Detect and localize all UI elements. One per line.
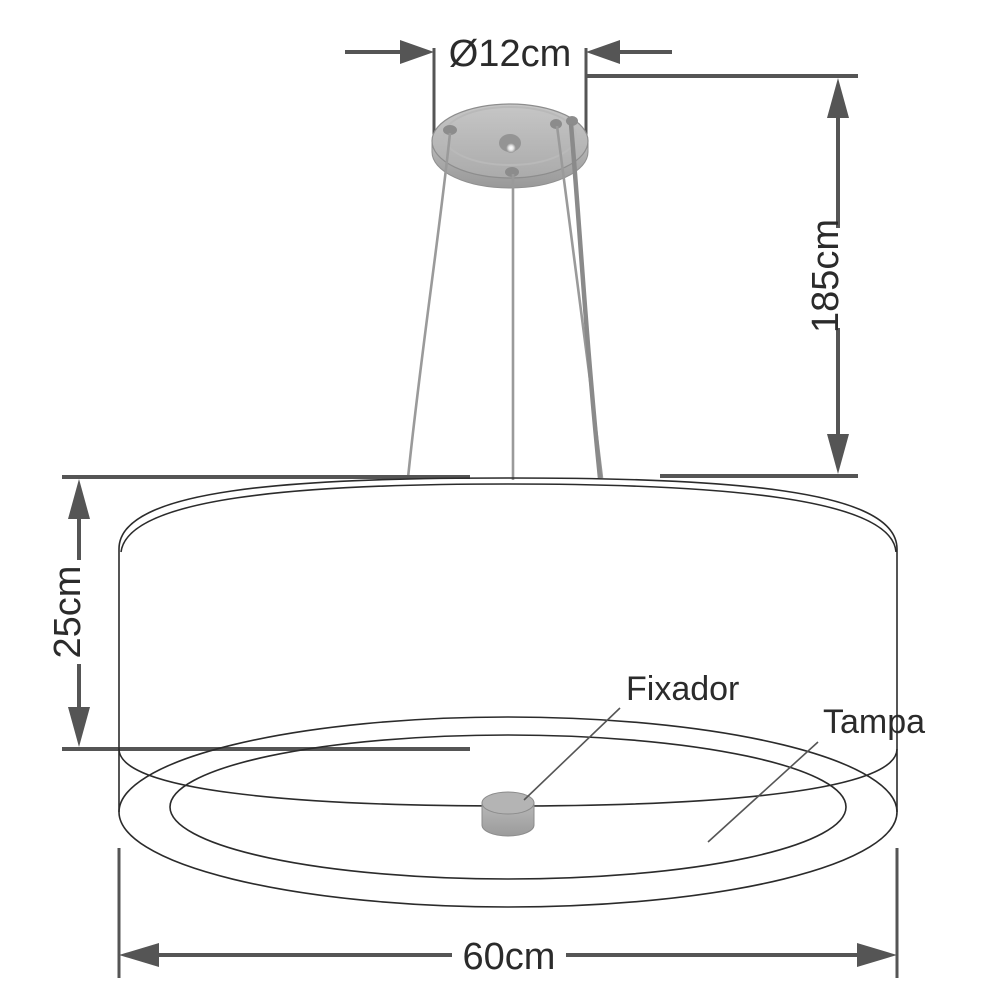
cylindrical-lampshade xyxy=(118,477,898,812)
fixador-leader-line xyxy=(523,707,621,801)
callout-tampa: Tampa xyxy=(707,703,925,843)
drop-height-label: 185cm xyxy=(805,219,847,333)
shade-dim-arrow-bottom xyxy=(68,707,90,747)
knob-top xyxy=(481,791,535,815)
suspension-cables xyxy=(406,123,604,480)
shade-diameter-label: 60cm xyxy=(463,936,556,978)
shade-diameter-dimension: 60cm xyxy=(117,848,899,978)
callout-fixador: Fixador xyxy=(523,670,739,801)
canopy-grommet-right-b xyxy=(566,116,578,126)
cable-left xyxy=(406,132,452,479)
drop-height-dimension: 185cm xyxy=(586,74,860,478)
shade-top-rim-front xyxy=(120,483,897,553)
shade-dim-arrow-top xyxy=(68,479,90,519)
drop-dim-arrow-top xyxy=(827,78,849,118)
shade-diam-arrow-left xyxy=(119,943,159,967)
fixador-label: Fixador xyxy=(626,670,739,708)
ceiling-canopy xyxy=(431,103,589,189)
drop-dim-arrow-bottom xyxy=(827,434,849,474)
shade-top-rim-back xyxy=(118,477,898,550)
canopy-grommet-left xyxy=(443,125,457,135)
shade-diam-arrow-right xyxy=(857,943,897,967)
cable-right-thick xyxy=(568,123,603,479)
canopy-rim-highlight xyxy=(443,106,577,166)
tampa-leader-line xyxy=(707,741,819,843)
tampa-label: Tampa xyxy=(823,703,925,741)
canopy-grommet-right-a xyxy=(550,119,562,129)
canopy-diameter-dimension: Ø12cm xyxy=(345,33,672,150)
shade-dim-label-backdrop xyxy=(60,560,100,664)
shade-height-label: 25cm xyxy=(47,566,89,659)
canopy-diameter-label: Ø12cm xyxy=(449,33,571,75)
tampa-inner-ring xyxy=(169,734,847,880)
canopy-grommet-front xyxy=(505,167,519,177)
canopy-center-screw xyxy=(506,143,516,153)
center-fixing-knob xyxy=(481,791,535,837)
canopy-dim-arrow-right xyxy=(586,40,620,64)
canopy-dim-arrow-left xyxy=(400,40,434,64)
shade-height-dimension: 25cm xyxy=(47,475,470,751)
bottom-diffuser-cover xyxy=(118,716,898,908)
drop-dim-label-backdrop xyxy=(818,228,860,328)
tampa-outer-ring xyxy=(118,716,898,908)
